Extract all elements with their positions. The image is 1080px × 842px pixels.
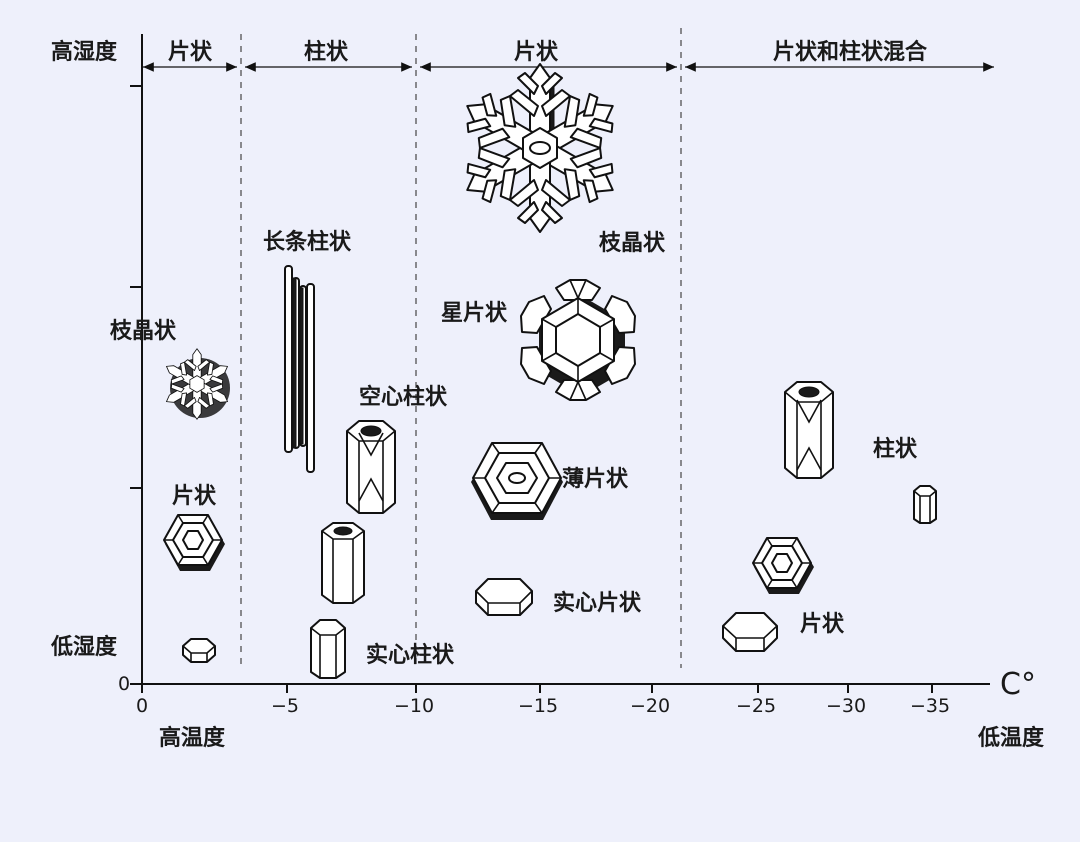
region-label: 片状: [168, 40, 213, 65]
x-axis-unit-label: C°: [1000, 667, 1036, 702]
x-axis-ticks: [142, 684, 932, 693]
y-axis-zero-label: 0: [118, 673, 130, 695]
hollow-column-label: 空心柱状: [359, 384, 448, 410]
solid-column-short-icon: [311, 620, 345, 678]
dendrite-small-label: 枝晶状: [110, 319, 177, 344]
thin-plate-label: 薄片状: [562, 467, 629, 492]
x-tick-label: −30: [826, 695, 866, 717]
sector-plate-icon: [521, 280, 635, 400]
sector-plate-label: 星片状: [441, 301, 508, 326]
solid-plate-label: 实心片状: [553, 590, 642, 616]
plate-small-icon: [164, 515, 225, 571]
y-axis-top-label: 高湿度: [51, 39, 118, 65]
solid-column-label: 实心柱状: [366, 642, 455, 668]
dendrite-small-icon: [160, 349, 234, 420]
region-label: 片状和柱状混合: [773, 39, 928, 65]
dendrite-big-label: 枝晶状: [599, 231, 666, 256]
plate-tiny-icon: [183, 639, 215, 662]
region-label: 柱状: [304, 40, 349, 65]
plate-right-patterned-icon: [753, 538, 814, 594]
plate-right-label: 片状: [800, 612, 845, 637]
solid-plate-icon: [476, 579, 532, 615]
column-right-label: 柱状: [873, 437, 918, 462]
x-tick-label: −10: [394, 695, 434, 717]
solid-column-tall-icon: [322, 523, 364, 603]
solid-plate-right-icon: [723, 613, 777, 651]
dendrite-big-icon: [452, 64, 627, 232]
region-label: 片状: [514, 40, 559, 65]
needle-crystals-icon: [285, 266, 314, 472]
small-column-right-icon: [914, 486, 936, 523]
x-tick-label: −35: [910, 695, 950, 717]
x-axis-right-label: 低温度: [977, 725, 1045, 751]
needles-label: 长条柱状: [263, 229, 352, 255]
x-tick-label: 0: [136, 695, 148, 717]
x-tick-label: −20: [630, 695, 670, 717]
plate-small-label: 片状: [172, 484, 217, 509]
x-tick-label: −5: [271, 695, 299, 717]
y-axis-bottom-label: 低湿度: [50, 634, 118, 660]
x-tick-label: −15: [518, 695, 558, 717]
x-tick-label: −25: [736, 695, 776, 717]
hollow-column-right-icon: [785, 382, 833, 478]
x-axis-left-label: 高温度: [159, 725, 226, 751]
thin-plate-icon: [471, 443, 563, 520]
hollow-column-icon: [347, 421, 395, 513]
